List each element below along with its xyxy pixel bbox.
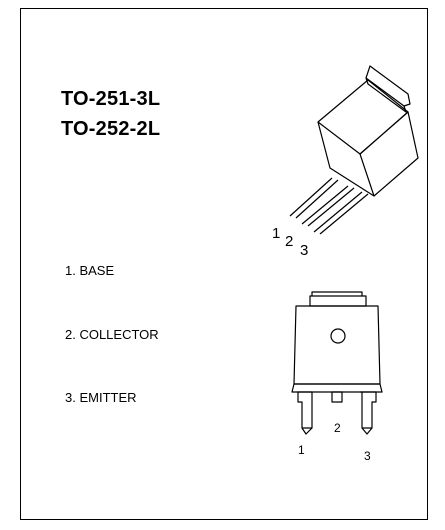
to251-package-drawing: 1 2 3 [272, 65, 419, 259]
to251-pin-number-2: 2 [285, 233, 293, 250]
to252-center-stub [331, 391, 343, 403]
to252-pin-number-3: 3 [364, 449, 371, 463]
to251-lead-1 [289, 177, 333, 217]
to251-pin-number-3: 3 [300, 242, 308, 259]
to251-body-top [317, 79, 409, 155]
package-title-to252: TO-252-2L [61, 118, 161, 140]
to251-lead-3 [313, 191, 363, 233]
to252-body [293, 305, 381, 385]
to251-lead-2 [301, 185, 349, 225]
pin-label-emitter: 3. EMITTER [65, 390, 137, 405]
to251-body-front [317, 121, 375, 197]
to252-lead-1 [297, 391, 313, 429]
to252-mounting-hole [330, 328, 346, 344]
to252-tab [311, 291, 363, 296]
to252-pin-number-2: 2 [334, 421, 341, 435]
to251-tab [365, 65, 411, 107]
package-title-to251: TO-251-3L [61, 88, 161, 110]
to252-package-drawing: 1 2 3 [291, 291, 383, 463]
to251-body-side [359, 111, 419, 197]
pin-label-base: 1. BASE [65, 263, 115, 278]
to251-pin-number-1: 1 [272, 225, 280, 242]
to252-lead-3 [360, 391, 377, 429]
diagram-frame [20, 8, 428, 520]
to252-pin-number-1: 1 [298, 443, 305, 457]
pin-label-collector: 2. COLLECTOR [65, 327, 159, 342]
